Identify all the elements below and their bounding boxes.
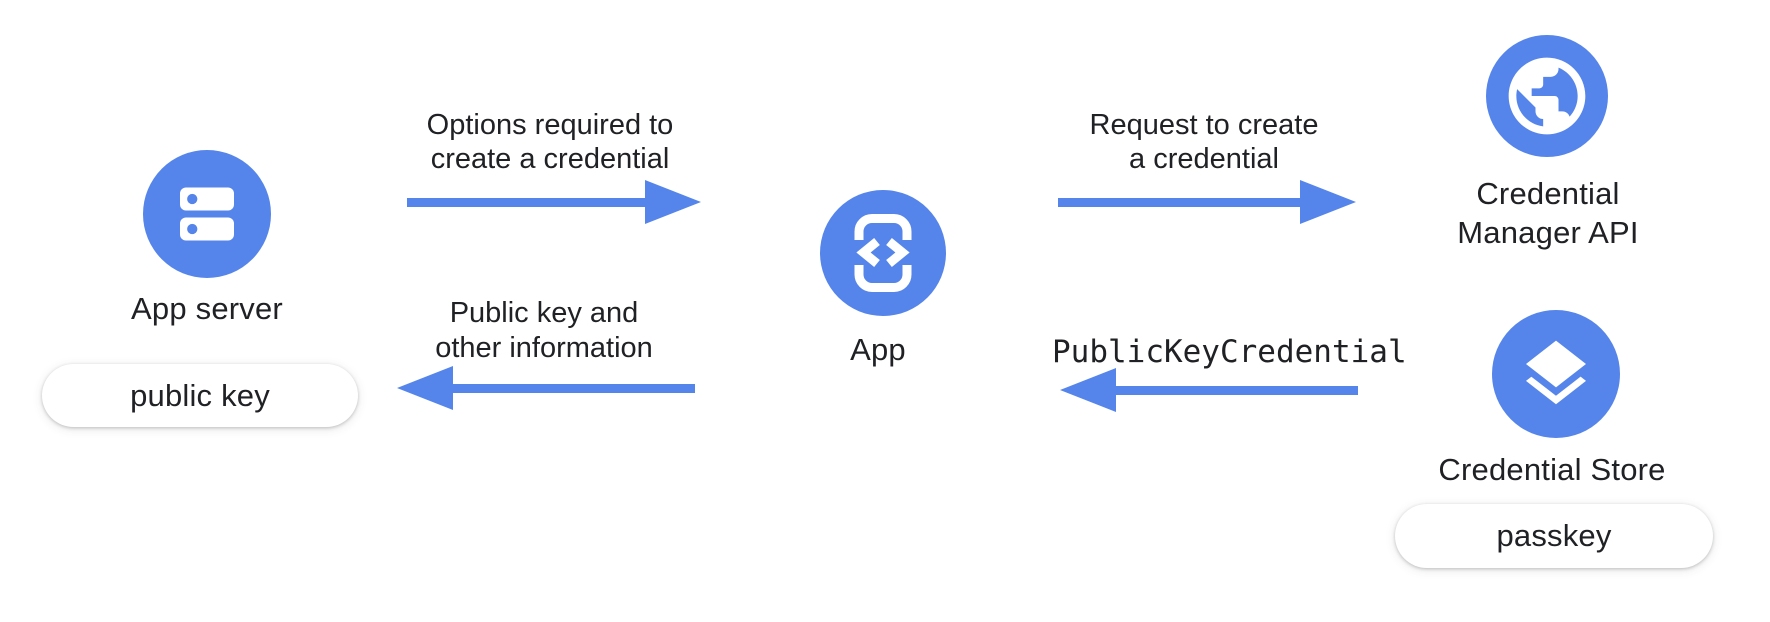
- credential-manager-api-circle: [1486, 35, 1608, 157]
- globe-icon: [1508, 57, 1586, 135]
- arrow-publickeycredential-head: [1060, 368, 1116, 412]
- arrow-options-shaft: [407, 198, 647, 207]
- flow-publickey-info-label-line2: other information: [435, 332, 653, 364]
- flow-options-label-line1: Options required to: [426, 109, 674, 141]
- arrow-request-head: [1300, 180, 1356, 224]
- app-circle: [820, 190, 946, 316]
- server-icon: [180, 187, 234, 241]
- credential-manager-api-label-line1: Credential: [1476, 176, 1620, 211]
- flow-request-label-line1: Request to create: [1089, 109, 1319, 141]
- arrow-publickey-info-head: [397, 366, 453, 410]
- flow-request-label: Request to create a credential: [1054, 108, 1354, 176]
- flow-options-label: Options required to create a credential: [400, 108, 700, 176]
- arrow-request-shaft: [1058, 198, 1302, 207]
- flow-publickeycredential-label: PublicKeyCredential: [1052, 334, 1407, 370]
- flow-options-label-line2: create a credential: [430, 143, 670, 175]
- app-server-label: App server: [131, 291, 283, 326]
- credential-manager-api-label-line2: Manager API: [1457, 215, 1639, 250]
- credential-manager-api-label: Credential Manager API: [1398, 174, 1698, 252]
- flow-request-label-line2: a credential: [1129, 143, 1279, 175]
- passkey-badge-text: passkey: [1496, 518, 1612, 553]
- layers-icon: [1526, 340, 1586, 405]
- passkey-badge: passkey: [1395, 504, 1713, 568]
- credential-store-circle: [1492, 310, 1620, 438]
- arrow-options-head: [645, 180, 701, 224]
- credential-store-label: Credential Store: [1438, 452, 1666, 487]
- flow-publickey-info-label-line1: Public key and: [449, 297, 639, 329]
- arrow-publickey-info-shaft: [451, 384, 695, 393]
- phone-code-icon: [854, 214, 912, 292]
- flow-publickey-info-label: Public key and other information: [394, 296, 694, 366]
- app-label: App: [850, 332, 906, 367]
- public-key-badge-text: public key: [130, 377, 270, 413]
- public-key-badge: public key: [42, 364, 358, 427]
- app-server-circle: [143, 150, 271, 278]
- arrow-publickeycredential-shaft: [1114, 386, 1358, 395]
